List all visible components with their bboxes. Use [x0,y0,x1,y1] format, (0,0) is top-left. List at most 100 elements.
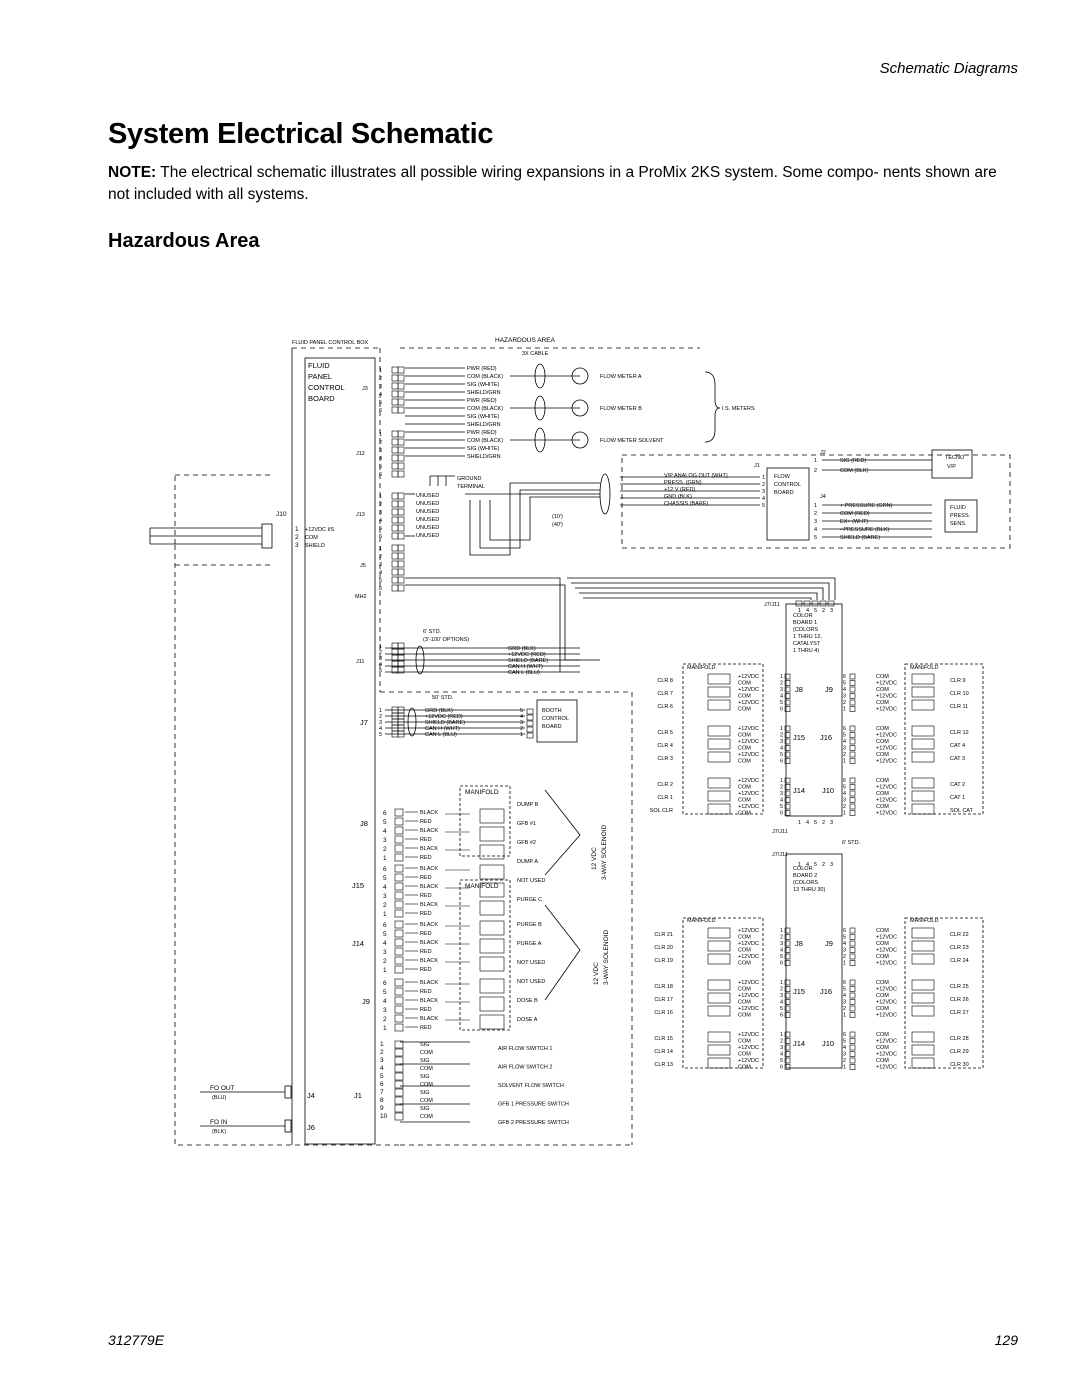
pin-number: 1 [379,368,382,374]
j12-terminal [397,462,405,470]
wire-color-label: BLACK [420,980,438,986]
wire-label: COM [738,707,751,713]
solenoid-terminal [394,920,404,929]
pin-number: 3 [379,720,382,726]
color-terminal [849,693,856,699]
pin-number: 3 [379,656,382,662]
pin-number: 5 [843,681,846,687]
solenoid-spec-label: 3-WAY SOLENOID [601,825,608,880]
fluid-press-label: SENS. [950,521,967,527]
pin-number: 4 [843,941,846,947]
j5-terminal [397,544,405,552]
pin-number: 4 [379,570,382,576]
pin-number: 1 [843,707,846,713]
wire-label: +12VDC [738,726,759,732]
pin-number: 4 [843,1045,846,1051]
wire-label: +12VDC [738,1032,759,1038]
color-valve [911,927,935,939]
pin-number: 5 [780,700,783,706]
flow-meter-label: FLOW METER A [600,374,642,380]
color-terminal [849,745,856,751]
connector-j15-label: J15 [352,881,364,890]
pin-number: 1 [383,967,387,974]
wire-label: +12VDC [876,987,897,993]
color-terminal [849,1012,856,1018]
pin-number: 5 [814,862,817,868]
pin-number: 4 [780,798,783,804]
solenoid-terminal [394,844,404,853]
board-name-line: CONTROL [308,383,345,392]
wire-label: COM [876,954,889,960]
pin-number: 4 [383,828,387,835]
j1-terminal [394,1040,404,1049]
pin-number: 5 [780,804,783,810]
j13-terminal [391,516,399,524]
wire-color-label: BLACK [420,940,438,946]
color-terminal [849,927,856,934]
j13-wire-label: UNUSED [416,517,439,523]
j1-wire-label: SIG [420,1106,429,1112]
j3-terminal [391,406,399,414]
solenoid-terminal [394,900,404,909]
j5-terminal [391,560,399,568]
manifold-label: MANIFOLD [910,665,938,671]
pin-number: 2 [379,502,382,508]
pin-number: 4 [780,1052,783,1058]
color-terminal [849,1064,856,1070]
valve-label: DOSE B [517,998,538,1004]
pin-number: 3 [780,791,783,797]
valve-label: NOT USED [517,979,545,985]
wire-label: +12VDC [876,785,897,791]
pin-number: 6 [843,674,846,680]
tecno-label: V/P [947,464,956,470]
color-terminal [784,706,791,712]
color-valve [911,777,935,789]
hazardous-area-label: HAZARDOUS AREA [495,337,556,344]
pin-number: 4 [814,527,817,533]
j3-terminal [391,398,399,406]
pin-number: 4 [843,739,846,745]
pin-number: 6 [379,408,382,414]
j1-terminal [394,1048,404,1057]
color-terminal [849,1044,856,1051]
color-terminal [784,686,791,693]
wire-label: COM [738,1013,751,1019]
wire-label: COM [876,687,889,693]
pin-number: 1 [814,503,817,509]
color-valve-label: CLR 16 [654,1010,673,1016]
fiber-label: FO OUT [210,1085,235,1092]
pin-number: 6 [383,866,387,873]
pin-number: 1 [780,778,783,784]
color-valve-label: CLR 6 [657,704,673,710]
wire-label: +12VDC [738,739,759,745]
j13-terminal [391,492,399,500]
wire-label: COM [876,791,889,797]
cable-length-label: (40') [552,522,563,528]
color-terminal [784,758,791,764]
pin-number: J2 [820,450,826,456]
solenoid-valve [479,844,505,860]
wire-color-label: RED [420,1025,432,1031]
booth-terminal [526,714,534,721]
pin-number: 2 [380,1049,384,1056]
solenoid-valve [479,1014,505,1030]
color-board-1-label: CATALYST [793,641,821,647]
pin-number: 1 [798,862,801,868]
color-valve [911,992,935,1004]
wire-label: COM [876,928,889,934]
j7-terminal [397,730,405,738]
color-terminal [849,738,856,745]
fiber-label: (BLU) [212,1095,227,1101]
ground-terminal-label: GROUND [457,476,481,482]
color-terminal [849,673,856,680]
solenoid-terminal [394,996,404,1005]
flow-control-board-label: FLOW [774,474,791,480]
connector-j3-label: J3 [362,386,368,392]
j12-terminal [391,446,399,454]
j12-wire-label: SHIELD/GRN [467,454,501,460]
j12-terminal [391,438,399,446]
pin-number: 1 [379,546,382,552]
pin-number: 1 [780,928,783,934]
wire-label: +12VDC [738,687,759,693]
solenoid-terminal [394,929,404,938]
